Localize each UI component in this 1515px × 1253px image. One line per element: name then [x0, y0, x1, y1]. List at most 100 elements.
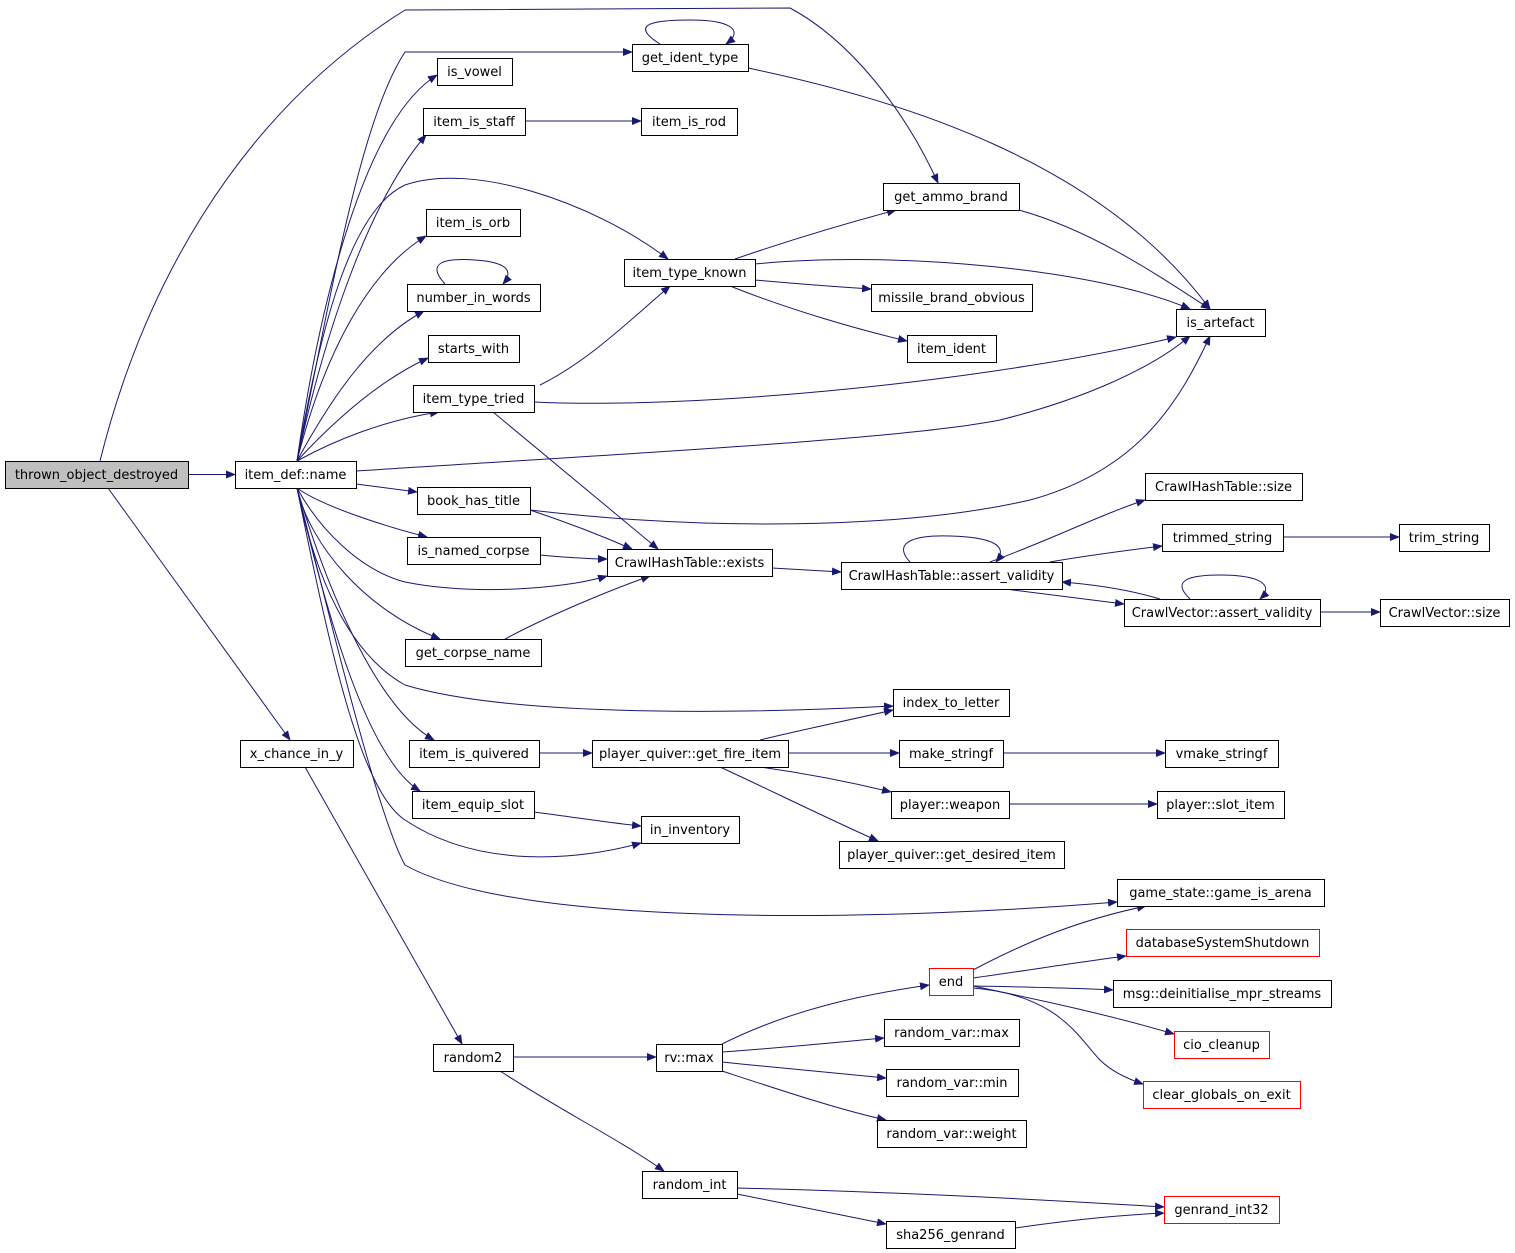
node-random-var-weight[interactable]: random_var::weight	[877, 1120, 1027, 1148]
node-box	[1157, 791, 1285, 819]
node-trim-string[interactable]: trim_string	[1399, 524, 1490, 552]
node-box	[886, 1069, 1019, 1097]
node-label: is_named_corpse	[418, 544, 530, 559]
node-item-type-known[interactable]: item_type_known	[624, 259, 756, 287]
edge-item_def_name-to-starts_with	[296, 357, 429, 462]
node-box	[413, 385, 535, 413]
node-box	[240, 740, 354, 768]
node-label: item_type_known	[632, 266, 746, 281]
node-is-artefact[interactable]: is_artefact	[1176, 309, 1266, 337]
node-box	[412, 791, 535, 819]
node-label: is_vowel	[447, 65, 502, 80]
node-item-is-rod[interactable]: item_is_rod	[641, 108, 738, 136]
node-crawlhash-exists[interactable]: CrawlHashTable::exists	[607, 549, 773, 577]
node-label: item_is_rod	[652, 115, 726, 130]
node-book-has-title[interactable]: book_has_title	[417, 487, 531, 515]
node-label: player::weapon	[900, 798, 1000, 813]
node-index-to-letter[interactable]: index_to_letter	[893, 689, 1010, 717]
edge-item_def_name-to-in_inventory	[296, 487, 642, 858]
node-pq-get-fire-item[interactable]: player_quiver::get_fire_item	[592, 740, 789, 768]
node-rv-max[interactable]: rv::max	[656, 1044, 723, 1072]
node-database-system-shutdown[interactable]: databaseSystemShutdown	[1126, 929, 1320, 957]
node-label: book_has_title	[427, 494, 520, 509]
node-end[interactable]: end	[929, 968, 974, 996]
node-deinit-mpr-streams[interactable]: msg::deinitialise_mpr_streams	[1113, 980, 1332, 1008]
node-box	[1164, 1196, 1280, 1224]
node-label: CrawlVector::size	[1389, 606, 1501, 621]
node-label: get_ammo_brand	[894, 190, 1008, 205]
node-in-inventory[interactable]: in_inventory	[641, 816, 740, 844]
node-label: thrown_object_destroyed	[15, 468, 178, 483]
node-box	[642, 1171, 738, 1199]
node-item-ident[interactable]: item_ident	[907, 335, 997, 363]
node-box	[877, 1120, 1027, 1148]
node-item-is-staff[interactable]: item_is_staff	[423, 108, 526, 136]
node-label: item_is_quivered	[419, 747, 529, 762]
node-crawlhash-size[interactable]: CrawlHashTable::size	[1145, 473, 1303, 501]
edge-pq_get_fire_item-to-pq_get_desired_item	[719, 766, 879, 842]
edge-random_int-to-sha256_genrand	[736, 1193, 887, 1227]
node-random-var-max[interactable]: random_var::max	[884, 1019, 1020, 1047]
edge-item_def_name-to-get_ident_type	[296, 48, 633, 462]
node-genrand-int32[interactable]: genrand_int32	[1164, 1196, 1280, 1224]
edge-get_ident_type-to-get_ident_type	[645, 19, 736, 45]
node-get-ammo-brand[interactable]: get_ammo_brand	[883, 183, 1020, 211]
node-box	[423, 108, 526, 136]
edge-end-to-deinit_mpr_streams	[972, 985, 1114, 994]
node-crawlhash-assert-validity[interactable]: CrawlHashTable::assert_validity	[841, 562, 1063, 590]
edge-item_def_name-to-is_named_corpse	[296, 487, 428, 539]
node-missile-brand-obvious[interactable]: missile_brand_obvious	[871, 284, 1033, 312]
node-item-is-quivered[interactable]: item_is_quivered	[409, 740, 540, 768]
node-label: random2	[444, 1051, 503, 1066]
node-item-type-tried[interactable]: item_type_tried	[413, 385, 535, 413]
edge-item_type_known-to-get_ammo_brand	[734, 208, 897, 260]
node-is-vowel[interactable]: is_vowel	[437, 58, 513, 86]
node-cio-cleanup[interactable]: cio_cleanup	[1174, 1031, 1270, 1059]
node-crawlvector-size[interactable]: CrawlVector::size	[1380, 599, 1510, 627]
node-number-in-words[interactable]: number_in_words	[407, 284, 541, 312]
node-get-ident-type[interactable]: get_ident_type	[632, 44, 749, 72]
node-is-named-corpse[interactable]: is_named_corpse	[407, 537, 541, 565]
node-item-equip-slot[interactable]: item_equip_slot	[412, 791, 535, 819]
node-clear-globals-on-exit[interactable]: clear_globals_on_exit	[1143, 1081, 1301, 1109]
edge-crawlvector_assert_validity-to-crawlvector_assert_validity	[1181, 574, 1270, 600]
node-random-int[interactable]: random_int	[642, 1171, 738, 1199]
node-game-is-arena[interactable]: game_state::game_is_arena	[1117, 879, 1325, 907]
edge-book_has_title-to-crawlhash_exists	[529, 509, 633, 550]
edge-item_def_name-to-is_vowel	[296, 74, 438, 462]
node-thrown-object-destroyed[interactable]: thrown_object_destroyed	[5, 461, 189, 489]
node-label: is_artefact	[1186, 316, 1254, 331]
node-vmake-stringf[interactable]: vmake_stringf	[1165, 740, 1279, 768]
node-x-chance-in-y[interactable]: x_chance_in_y	[240, 740, 354, 768]
node-get-corpse-name[interactable]: get_corpse_name	[405, 639, 542, 667]
node-trimmed-string[interactable]: trimmed_string	[1162, 524, 1284, 552]
node-item-def-name[interactable]: item_def::name	[235, 461, 357, 489]
node-pq-get-desired-item[interactable]: player_quiver::get_desired_item	[839, 841, 1065, 869]
node-box	[407, 284, 541, 312]
node-sha256-genrand[interactable]: sha256_genrand	[886, 1221, 1016, 1249]
node-box	[1380, 599, 1510, 627]
edge-item_def_name-to-crawlhash_exists	[296, 487, 608, 591]
node-box	[1165, 740, 1279, 768]
node-label: random_var::min	[897, 1076, 1008, 1091]
node-item-is-orb[interactable]: item_is_orb	[426, 209, 521, 237]
node-box	[235, 461, 357, 489]
node-player-weapon[interactable]: player::weapon	[891, 791, 1010, 819]
node-box	[1399, 524, 1490, 552]
node-box	[407, 537, 541, 565]
node-random-var-min[interactable]: random_var::min	[886, 1069, 1019, 1097]
node-box	[1145, 473, 1303, 501]
node-make-stringf[interactable]: make_stringf	[899, 740, 1004, 768]
node-box	[1176, 309, 1266, 337]
node-label: player::slot_item	[1166, 798, 1275, 813]
node-random2[interactable]: random2	[433, 1044, 514, 1072]
node-label: index_to_letter	[903, 696, 1000, 711]
node-box	[886, 1221, 1016, 1249]
node-starts-with[interactable]: starts_with	[428, 335, 520, 363]
node-player-slot-item[interactable]: player::slot_item	[1157, 791, 1285, 819]
edge-item_def_name-to-game_is_arena	[296, 487, 1118, 916]
node-box	[592, 740, 789, 768]
edge-rv_max-to-random_var_max	[721, 1034, 885, 1053]
node-label: item_ident	[917, 342, 986, 357]
node-crawlvector-assert-validity[interactable]: CrawlVector::assert_validity	[1124, 599, 1321, 627]
